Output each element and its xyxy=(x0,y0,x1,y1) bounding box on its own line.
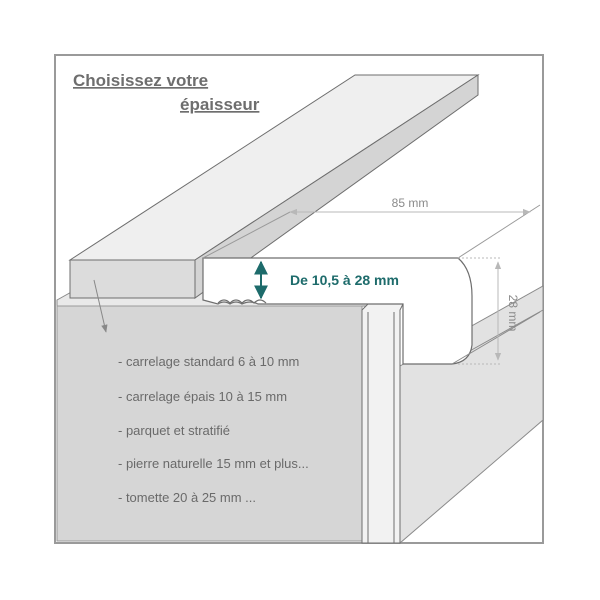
tile-front xyxy=(69,259,196,299)
material-item-tomette: - tomette 20 à 25 mm ... xyxy=(118,490,256,505)
anti-slip-grooves xyxy=(217,299,267,304)
width-dimension-label: 85 mm xyxy=(392,196,429,210)
material-item-standard-tile: - carrelage standard 6 à 10 mm xyxy=(118,354,299,369)
title-line-2: épaisseur xyxy=(180,95,260,114)
thickness-range-label: De 10,5 à 28 mm xyxy=(290,272,399,288)
material-item-natural-stone: - pierre naturelle 15 mm et plus... xyxy=(118,456,309,471)
material-item-thick-tile: - carrelage épais 10 à 15 mm xyxy=(118,389,287,404)
title-line-1: Choisissez votre xyxy=(73,71,208,90)
pointer-arrow xyxy=(93,279,108,333)
height-dimension-label: 28 mm xyxy=(506,295,520,332)
material-item-parquet: - parquet et stratifié xyxy=(118,423,230,438)
